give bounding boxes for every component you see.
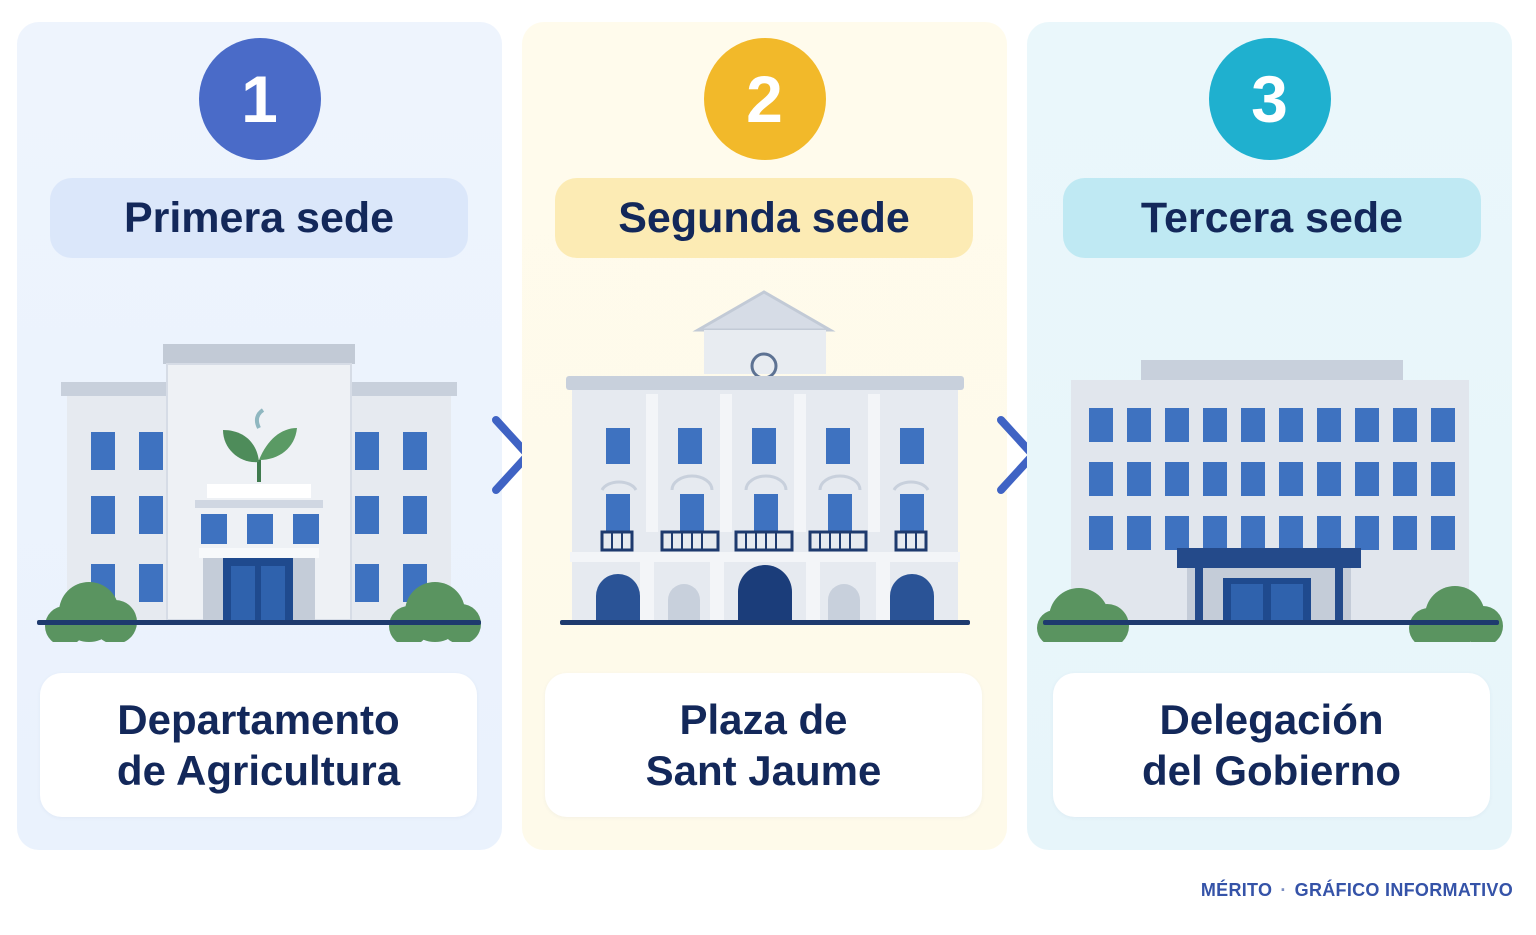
step-number-badge-2: 2 — [703, 38, 826, 160]
step-label-3-line1: Delegación — [1159, 696, 1384, 743]
step-label-2: Plaza de Sant Jaume — [545, 673, 982, 817]
step-number-badge-1: 1 — [198, 38, 321, 160]
step-label-1-line1: Departamento — [117, 696, 400, 743]
step-label-1: Departamento de Agricultura — [40, 673, 477, 817]
step-panel-3: 3 Tercera sede Delegación del Gobierno — [1027, 22, 1512, 850]
footer-tagline: GRÁFICO INFORMATIVO — [1294, 880, 1513, 900]
step-title-2: Segunda sede — [555, 178, 973, 258]
step-label-3: Delegación del Gobierno — [1053, 673, 1490, 817]
city-hall-building-icon — [560, 290, 970, 625]
footer-brand: MÉRITO — [1200, 880, 1273, 900]
step-label-2-line2: Sant Jaume — [645, 747, 882, 794]
footer-credit: MÉRITO · GRÁFICO INFORMATIVO — [1201, 880, 1513, 901]
step-panel-2: 2 Segunda sede — [522, 22, 1007, 850]
footer-separator: · — [1280, 880, 1287, 900]
step-panel-1: 1 Primera sede — [17, 22, 502, 850]
step-label-2-line1: Plaza de — [679, 696, 848, 743]
step-title-3: Tercera sede — [1063, 178, 1481, 258]
step-label-3-line2: del Gobierno — [1141, 747, 1401, 794]
agriculture-building-icon — [37, 344, 481, 642]
step-number-badge-3: 3 — [1208, 38, 1331, 160]
government-office-building-icon — [1037, 360, 1503, 642]
step-title-1: Primera sede — [50, 178, 468, 258]
step-label-1-line2: de Agricultura — [116, 747, 401, 794]
